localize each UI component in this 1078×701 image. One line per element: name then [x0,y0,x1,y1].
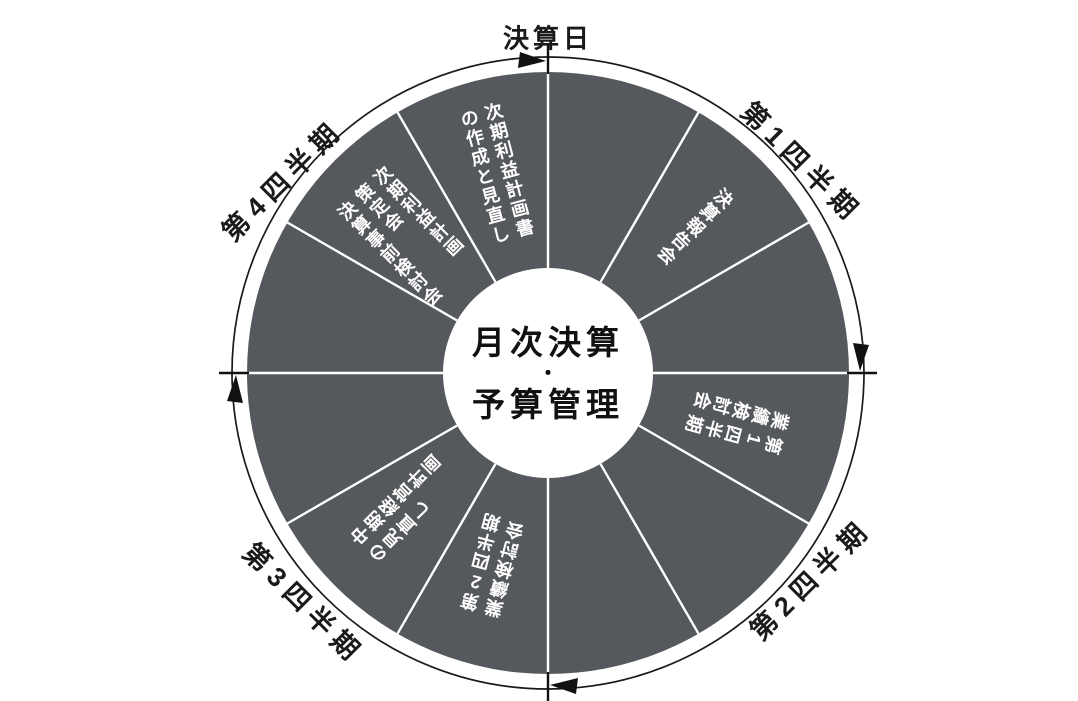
arrow-top-icon [518,52,546,68]
center-hub-circle [443,268,653,478]
month-divider-lines [247,72,849,674]
center-hub-label: 月次決算 ・ 予算管理 [472,322,624,426]
center-hub-separator: ・ [538,363,558,385]
arrow-left-icon [227,375,243,403]
center-hub-line2: 予算管理 [472,386,624,423]
arrow-bottom-icon [550,678,578,694]
arrow-right-icon [853,343,869,371]
center-hub-line1: 月次決算 [472,324,624,361]
quarter-tick-marks [219,44,877,701]
clockwise-arrow-markers [227,52,869,694]
settlement-day-label: 決算日 [502,23,594,54]
